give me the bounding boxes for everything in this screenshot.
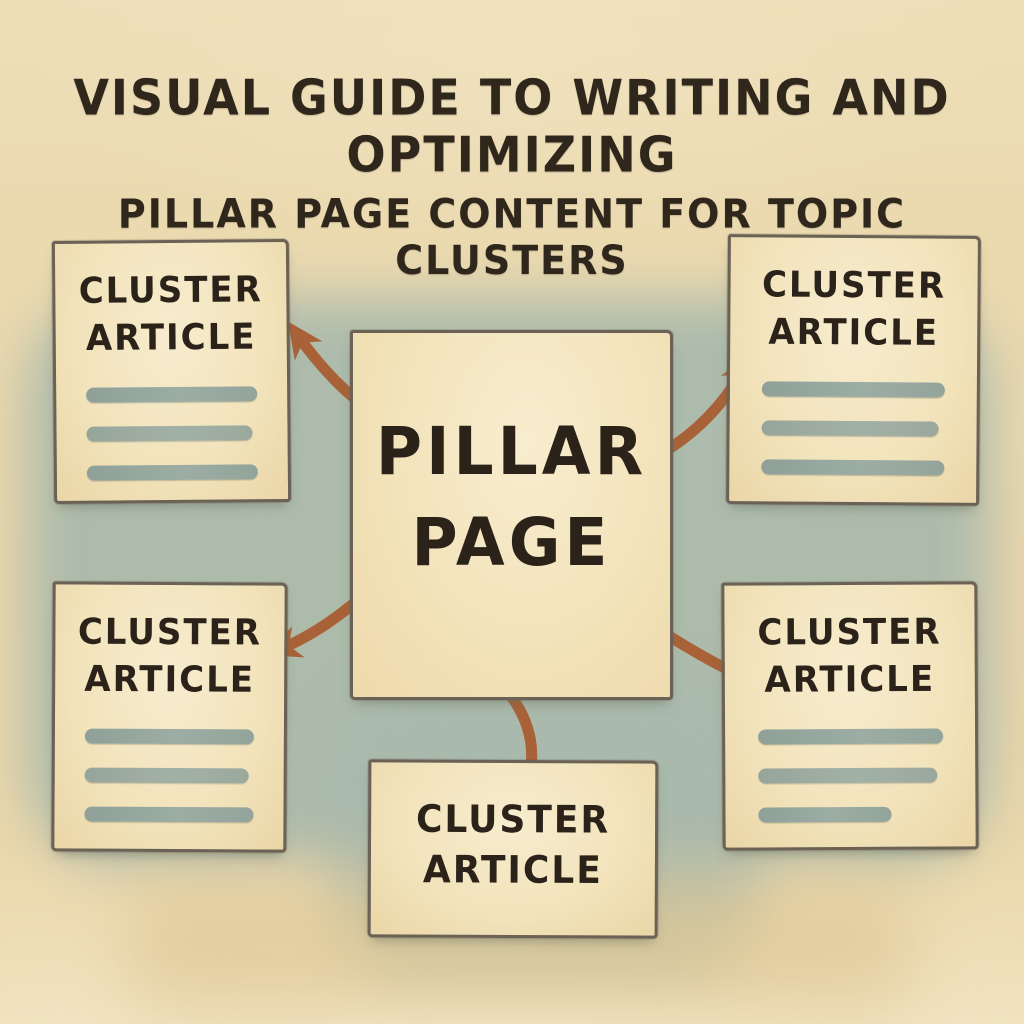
text-line-placeholder	[761, 459, 945, 476]
cluster-article-label: CLUSTER ARTICLE	[55, 582, 285, 705]
cluster-label-line-2: ARTICLE	[768, 311, 940, 355]
cluster-article-card-bottom-right: CLUSTER ARTICLE	[721, 581, 979, 851]
cluster-article-card-bottom-center: CLUSTER ARTICLE	[367, 759, 659, 939]
article-text-placeholder-lines	[86, 386, 258, 481]
cluster-article-card-bottom-left: CLUSTER ARTICLE	[51, 581, 288, 853]
text-line-placeholder	[84, 728, 255, 745]
text-line-placeholder	[757, 728, 943, 745]
text-line-placeholder	[86, 386, 258, 403]
text-line-placeholder	[84, 767, 249, 784]
cluster-article-label: CLUSTER ARTICLE	[371, 759, 656, 896]
text-line-placeholder	[84, 806, 254, 823]
cluster-label-line-1: CLUSTER	[77, 611, 263, 654]
cluster-label-line-1: CLUSTER	[761, 263, 947, 308]
pillar-page-label-line-1: PILLAR	[375, 412, 648, 490]
text-line-placeholder	[86, 464, 258, 481]
diagram-title: VISUAL GUIDE TO WRITING AND OPTIMIZING P…	[0, 68, 1024, 284]
text-line-placeholder	[757, 806, 892, 823]
cluster-article-label: CLUSTER ARTICLE	[730, 234, 978, 357]
pillar-page-label: PILLAR PAGE	[353, 327, 670, 589]
cluster-label-line-2: ARTICLE	[422, 848, 603, 892]
pillar-page-label-line-2: PAGE	[411, 504, 612, 581]
cluster-label-line-2: ARTICLE	[84, 658, 256, 702]
title-line-1: VISUAL GUIDE TO WRITING AND OPTIMIZING	[73, 68, 951, 184]
cluster-article-card-top-left: CLUSTER ARTICLE	[51, 238, 292, 505]
title-line-2: PILLAR PAGE CONTENT FOR TOPIC CLUSTERS	[117, 190, 907, 284]
text-line-placeholder	[86, 425, 253, 442]
cluster-label-line-1: CLUSTER	[78, 268, 264, 313]
article-text-placeholder-lines	[761, 381, 945, 476]
article-text-placeholder-lines	[84, 728, 255, 823]
cluster-label-line-2: ARTICLE	[85, 315, 257, 360]
text-line-placeholder	[761, 381, 945, 398]
text-line-placeholder	[761, 420, 940, 437]
cluster-article-label: CLUSTER ARTICLE	[55, 239, 287, 363]
text-line-placeholder	[757, 767, 938, 784]
cluster-article-label: CLUSTER ARTICLE	[724, 581, 975, 704]
pillar-page-node: PILLAR PAGE	[350, 330, 673, 700]
article-text-placeholder-lines	[757, 728, 943, 823]
cluster-label-line-2: ARTICLE	[764, 658, 936, 702]
cluster-label-line-1: CLUSTER	[757, 611, 942, 654]
cluster-article-card-top-right: CLUSTER ARTICLE	[726, 234, 981, 506]
cluster-label-line-1: CLUSTER	[415, 798, 611, 843]
